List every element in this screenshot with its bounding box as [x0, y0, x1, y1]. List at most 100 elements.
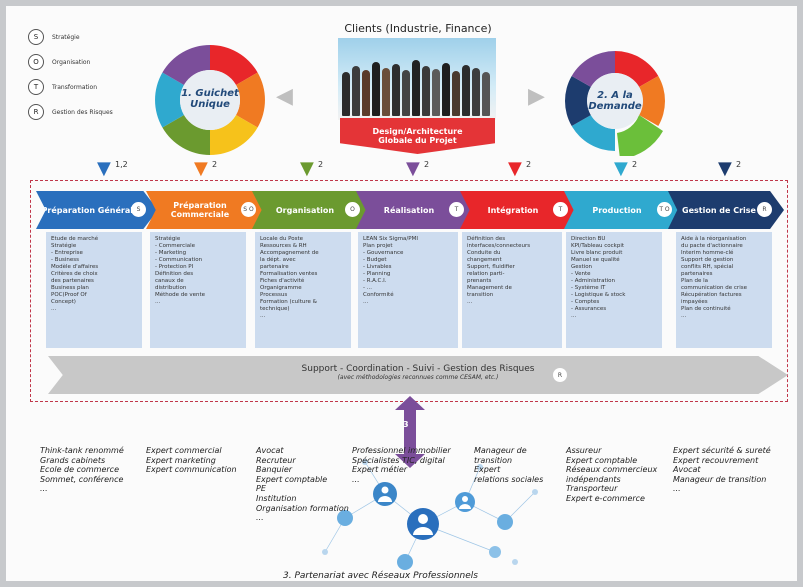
phase-title: Préparation Commerciale	[170, 201, 230, 219]
detail-item: prenants	[467, 278, 492, 284]
detail-item: Accompagnement de	[260, 250, 319, 256]
legend-label: Gestion des Risques	[52, 108, 113, 116]
detail-item: - Système IT	[571, 285, 606, 291]
detail-item: - Comptes	[571, 299, 600, 305]
partner-number: 3	[403, 420, 409, 429]
detail-item: - Communication	[155, 257, 203, 263]
detail-item: transition	[467, 292, 494, 298]
a-la-demande-wheel	[565, 51, 665, 156]
detail-item: Formalisation ventes	[260, 271, 318, 277]
detail-item: interfaces/connecteurs	[467, 243, 531, 249]
support-title: Support - Coordination - Suivi - Gestion…	[301, 364, 535, 374]
detail-item: - Protection PI	[155, 264, 194, 270]
detail-item: Critères de choix	[51, 271, 98, 277]
down-arrow-icon: ▼	[406, 158, 420, 179]
legend-label: Transformation	[52, 83, 98, 91]
legend-circle: T	[28, 79, 44, 95]
phase-title: Préparation Générale	[41, 205, 139, 215]
detail-item: Manuel se qualité	[571, 257, 620, 263]
detail-item: POC(Proof Of	[51, 292, 87, 298]
partner-item: Avocat	[256, 446, 284, 455]
down-arrow-icon: ▼	[97, 158, 111, 179]
guichet-unique-label: 1. Guichet Unique	[181, 88, 239, 110]
detail-item: Plan projet	[363, 243, 393, 249]
detail-item: Business plan	[51, 285, 89, 291]
detail-item: - Marketing	[155, 250, 187, 256]
partner-item: Recruteur	[256, 455, 296, 465]
detail-item: - Budget	[363, 257, 387, 263]
detail-item: - Commerciale	[155, 243, 196, 249]
detail-item: ...	[467, 299, 473, 305]
down-arrow-icon: ▼	[718, 158, 732, 179]
detail-item: Définition des	[467, 236, 506, 242]
arrow-number: 2	[318, 160, 324, 169]
down-arrow-icon: ▼	[300, 158, 314, 179]
partner-item: PE	[256, 484, 266, 494]
arrow-number: 2	[212, 160, 218, 169]
right-arrow-icon: ▶	[528, 84, 545, 109]
partner-item: Réseaux commercieux	[566, 465, 658, 475]
partner-item: Expert e-commerce	[566, 493, 645, 503]
detail-item: LEAN Six Sigma/PMI	[363, 236, 418, 242]
design-line1: Design/Architecture	[372, 127, 463, 136]
phase-badge: T O	[657, 202, 672, 217]
phase-badge: S O	[241, 202, 256, 217]
detail-item: Plan de la	[681, 278, 708, 284]
detail-item: - Administration	[571, 278, 615, 284]
detail-item: ...	[51, 306, 57, 312]
detail-item: Modèle d'affaires	[51, 264, 99, 270]
arrow-number: 1,2	[115, 160, 128, 169]
guichet-unique-wheel	[155, 45, 265, 155]
legend-item: T Transformation	[28, 78, 113, 96]
detail-item: Interim homme-clé	[681, 250, 734, 256]
partner-item: Organisation formation	[256, 503, 349, 513]
partner-item: indépendants	[566, 474, 621, 484]
partner-item: Assureur	[566, 446, 602, 455]
detail-item: Aide à la réorganisation	[681, 236, 747, 242]
detail-item: Processus	[260, 292, 288, 298]
partner-item: ...	[352, 474, 360, 484]
partner-item: Think-tank renommé	[40, 446, 124, 455]
clients-title: Clients (Industrie, Finance)	[344, 22, 492, 35]
detail-item: Méthode de vente	[155, 292, 206, 298]
down-arrow-icon: ▼	[614, 158, 628, 179]
partner-item: Expert commercial	[146, 446, 222, 455]
detail-item: distribution	[155, 285, 187, 291]
detail-item: ...	[363, 299, 369, 305]
detail-item: Formation (culture &	[260, 299, 317, 305]
partner-item: Ecole de commerce	[40, 465, 119, 475]
support-bar: Support - Coordination - Suivi - Gestion…	[48, 356, 788, 394]
partner-item: Grands cabinets	[40, 455, 106, 465]
detail-item: Plan de continuité	[681, 306, 731, 312]
partner-item: ...	[256, 513, 264, 523]
legend-circle: S	[28, 29, 44, 45]
phase-title: Intégration	[487, 205, 539, 215]
detail-item: - Business	[51, 257, 79, 263]
detail-item: - Assurances	[571, 306, 607, 312]
partner-item: Institution	[256, 493, 297, 503]
detail-item: Livre blanc produit	[571, 250, 623, 256]
detail-item: Récupération factures	[681, 292, 742, 298]
detail-item: Gestion	[571, 264, 593, 270]
down-arrow-icon: ▼	[194, 158, 208, 179]
detail-item: Conduite du	[467, 250, 501, 256]
support-subtitle: (avec méthodologies reconnues comme CESA…	[337, 374, 499, 381]
design-line2: Globale du Projet	[378, 136, 457, 145]
partner-item: Expert recouvrement	[673, 455, 759, 465]
detail-item: Concept)	[51, 299, 76, 305]
partner-item: Transporteur	[566, 484, 618, 494]
detail-item: - Gouvernance	[363, 250, 404, 256]
arrow-number: 2	[424, 160, 430, 169]
detail-item: - R.A.C.I.	[363, 278, 387, 284]
